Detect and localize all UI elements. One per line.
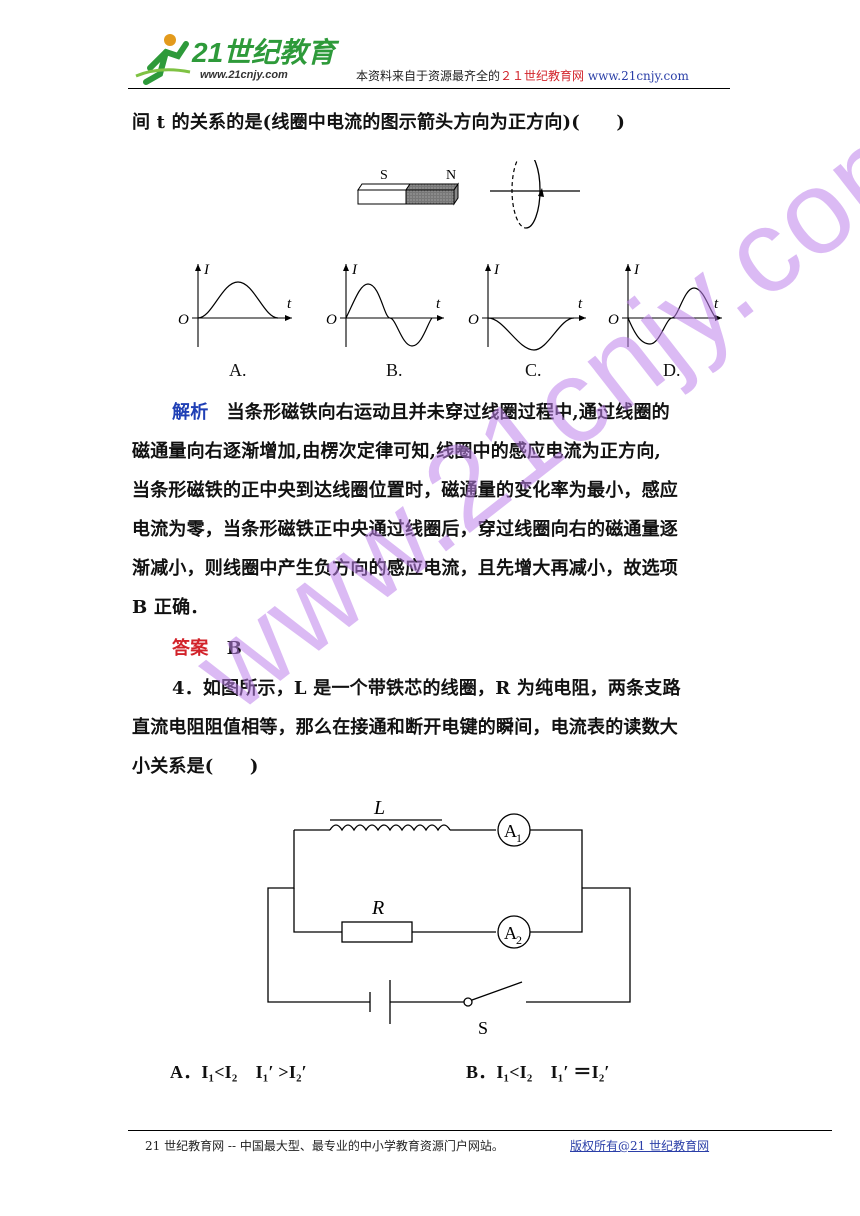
graph-a-origin: O [178, 312, 189, 328]
graph-b: I t O [326, 262, 444, 347]
q4-option-a: A．I₁<I₂ I₁′ >I₂′ [170, 1062, 307, 1082]
graph-d: I t O [608, 262, 722, 347]
analysis-line-4: 电流为零，当条形磁铁正中央通过线圈后，穿过线圈向右的磁通量逐 [132, 519, 678, 540]
site-logo: 21世纪教育 www.21cnjy.com [130, 26, 340, 86]
logo-url-text: www.21cnjy.com [200, 69, 288, 81]
analysis-text-1: 当条形磁铁向右运动且并未穿过线圈过程中,通过线圈的 [226, 402, 670, 423]
answer-value: B [226, 638, 243, 659]
q3-line-1: 间 t 的关系的是(线圈中电流的图示箭头方向为正方向)( ) [132, 112, 626, 133]
graph-a-x-label: t [287, 296, 292, 312]
footer-left-text: 21 世纪教育网 -- 中国最大型、最专业的中小学教育资源门户网站。 [145, 1139, 504, 1153]
option-b-label: B. [386, 360, 403, 380]
answer-tag: 答案 [172, 638, 209, 659]
option-graphs: I t O I t O I t O I t O [178, 262, 722, 351]
footer-rule [128, 1130, 832, 1131]
resistor-label: R [371, 897, 384, 919]
switch-label: S [478, 1018, 488, 1038]
magnet-coil-figure: S N [357, 160, 580, 229]
analysis-line-3: 当条形磁铁的正中央到达线圈位置时，磁通量的变化率为最小，感应 [132, 480, 678, 501]
graph-a: I t O [178, 262, 292, 347]
graph-c: I t O [468, 262, 586, 351]
q4-option-b: B．I₁<I₂ I₁′ ＝I₂′ [466, 1062, 610, 1082]
header-rule [128, 88, 730, 89]
option-a-label: A. [229, 360, 247, 380]
graph-b-y-label: I [351, 262, 358, 278]
q4-line-1: 4．如图所示，L 是一个带铁芯的线圈，R 为纯电阻，两条支路 [172, 678, 681, 699]
graph-b-origin: O [326, 312, 337, 328]
graph-c-y-label: I [493, 262, 500, 278]
graph-d-origin: O [608, 312, 619, 328]
graph-d-x-label: t [714, 296, 719, 312]
analysis-line-1: 解析 当条形磁铁向右运动且并未穿过线圈过程中,通过线圈的 [172, 398, 670, 424]
footer-copyright-link[interactable]: 版权所有@21 世纪教育网 [570, 1139, 710, 1153]
option-d-label: D. [663, 360, 681, 380]
graph-b-x-label: t [436, 296, 441, 312]
header-source-site[interactable]: ２１世纪教育网 [500, 69, 585, 83]
header-source-prefix: 本资料来自于资源最齐全的 [356, 69, 501, 83]
analysis-line-5: 渐减小，则线圈中产生负方向的感应电流，且先增大再减小，故选项 [132, 558, 678, 579]
analysis-line-6: B 正确． [132, 597, 209, 618]
q4-line-3: 小关系是( ) [132, 756, 259, 777]
ammeter-2-sub: 2 [516, 933, 522, 947]
logo-main-text: 21世纪教育 [191, 37, 340, 68]
inductor-label: L [373, 797, 385, 819]
analysis-line-2: 磁通量向右逐渐增加,由楞次定律可知,线圈中的感应电流为正方向, [132, 441, 661, 462]
header-source: 本资料来自于资源最齐全的２１世纪教育网 www.21cnjy.com [356, 67, 689, 84]
answer-line: 答案 B [172, 634, 242, 660]
option-c-label: C. [525, 360, 542, 380]
analysis-tag: 解析 [172, 402, 209, 423]
circuit-diagram: L A 1 R A 2 S [267, 797, 631, 1038]
graph-d-y-label: I [633, 262, 640, 278]
graph-a-y-label: I [203, 262, 210, 278]
ammeter-1-sub: 1 [516, 831, 522, 845]
graph-c-origin: O [468, 312, 479, 328]
q4-line-2: 直流电阻阻值相等，那么在接通和断开电键的瞬间，电流表的读数大 [132, 717, 678, 738]
magnet-north-label: N [446, 168, 456, 183]
ammeter-2-label: A [504, 923, 517, 943]
header-source-url[interactable]: www.21cnjy.com [587, 69, 689, 83]
ammeter-1-label: A [504, 821, 517, 841]
graph-c-x-label: t [578, 296, 583, 312]
magnet-south-label: S [380, 168, 388, 183]
